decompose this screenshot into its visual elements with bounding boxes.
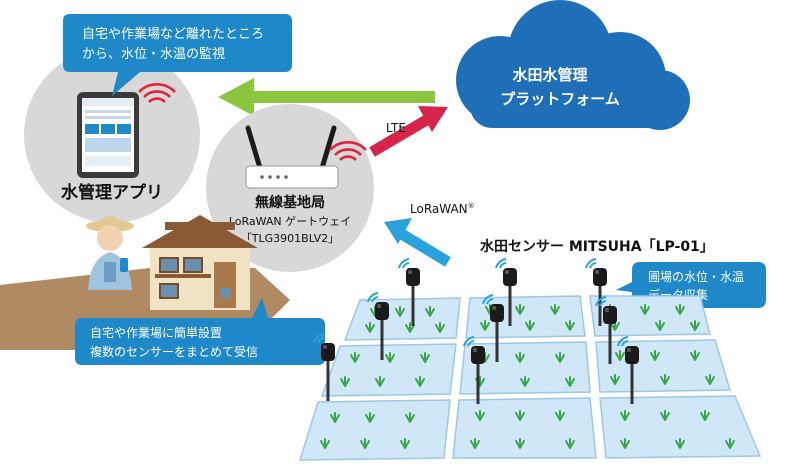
farmer-figure [86, 216, 134, 290]
app-label: 水管理アプリ [61, 182, 163, 203]
lte-arrow [369, 106, 448, 157]
setup-bubble-line1: 自宅や作業場に簡単設置 [90, 325, 222, 340]
cloud-line1: 水田水管理 [512, 66, 587, 84]
monitoring-bubble-line2: から、水位・水温の監視 [82, 46, 225, 62]
lorawan-arrow [384, 218, 451, 267]
lte-label: LTE [386, 121, 406, 135]
farmhouse [142, 215, 258, 310]
router-icon [245, 125, 339, 189]
gateway-model: 「TLG3901BLV2」 [241, 232, 339, 245]
cloud-line2: プラットフォーム [500, 90, 620, 108]
setup-bubble: 自宅や作業場に簡単設置 複数のセンサーをまとめて受信 [75, 298, 325, 365]
lorawan-label: LoRaWAN® [410, 202, 475, 216]
sensor-title: 水田センサー MITSUHA「LP-01」 [480, 238, 714, 255]
setup-bubble-line2: 複数のセンサーをまとめて受信 [90, 344, 258, 359]
gateway-subtitle: LoRaWAN ゲートウェイ [229, 215, 351, 228]
monitoring-bubble: 自宅や作業場など離れたところ から、水位・水温の監視 [63, 14, 292, 96]
rice-fields [298, 295, 762, 461]
tablet-icon [77, 92, 139, 178]
monitoring-bubble-line1: 自宅や作業場など離れたところ [82, 26, 264, 42]
gateway-title: 無線基地局 [255, 194, 325, 211]
green-arrow [218, 78, 435, 116]
platform-cloud: 水田水管理 プラットフォーム [456, 0, 690, 130]
collection-bubble-line1: 圃場の水位・水温 [648, 269, 744, 284]
